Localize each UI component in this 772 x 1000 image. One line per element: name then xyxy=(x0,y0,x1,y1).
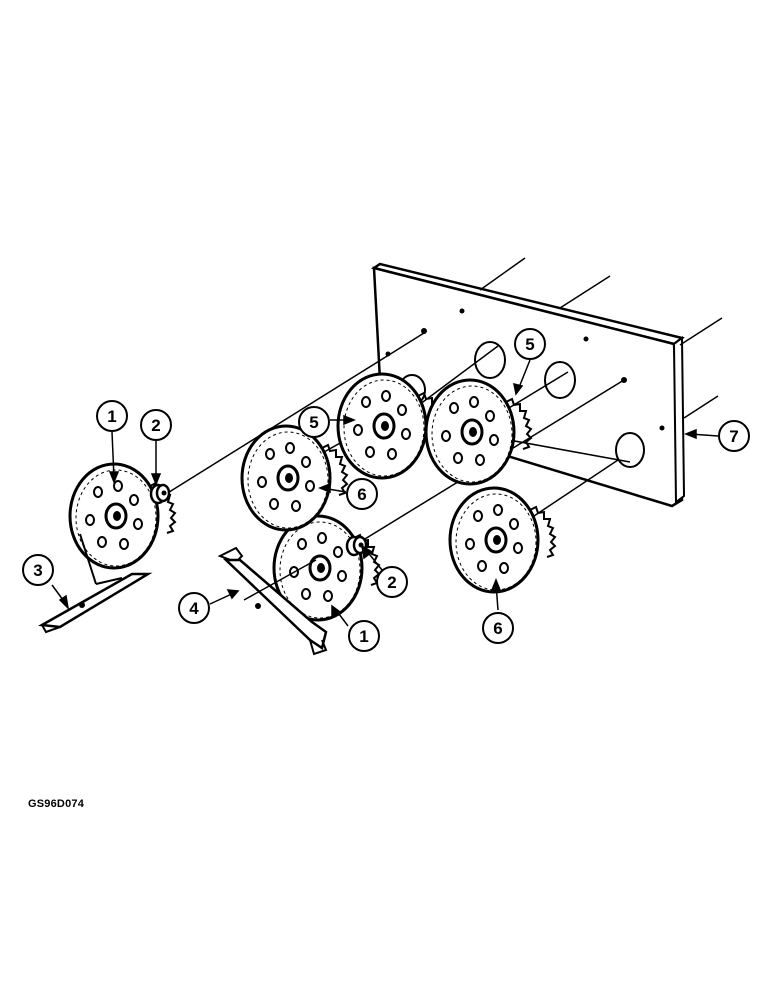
callout-6-lower: 6 xyxy=(482,612,514,644)
svg-text:4: 4 xyxy=(189,599,199,618)
leader-lines xyxy=(51,359,719,627)
sprocket-middle-left xyxy=(240,424,349,532)
sprocket-lower-right xyxy=(448,486,557,594)
spacer-left xyxy=(149,483,171,505)
svg-text:1: 1 xyxy=(359,627,368,646)
callout-4: 4 xyxy=(178,592,210,624)
figure-reference-code: GS96D074 xyxy=(28,798,85,810)
svg-text:5: 5 xyxy=(309,413,318,432)
svg-text:6: 6 xyxy=(493,619,502,638)
callout-3: 3 xyxy=(22,554,54,586)
callout-2-upper: 2 xyxy=(140,409,172,441)
svg-text:6: 6 xyxy=(357,485,366,504)
callout-5-left: 5 xyxy=(298,406,330,438)
callout-1-upper: 1 xyxy=(96,400,128,432)
bracket-left xyxy=(38,533,153,634)
bracket-right xyxy=(217,546,328,656)
svg-text:1: 1 xyxy=(107,407,116,426)
callout-5-right: 5 xyxy=(514,328,546,360)
svg-text:5: 5 xyxy=(525,335,534,354)
svg-text:2: 2 xyxy=(151,416,160,435)
callout-6-upper: 6 xyxy=(346,478,378,510)
svg-text:7: 7 xyxy=(729,427,738,446)
mounting-plate xyxy=(370,257,723,508)
svg-text:3: 3 xyxy=(33,561,42,580)
svg-text:2: 2 xyxy=(387,573,396,592)
callout-7: 7 xyxy=(718,420,750,452)
callout-1-lower: 1 xyxy=(348,620,380,652)
callout-2-lower: 2 xyxy=(376,566,408,598)
